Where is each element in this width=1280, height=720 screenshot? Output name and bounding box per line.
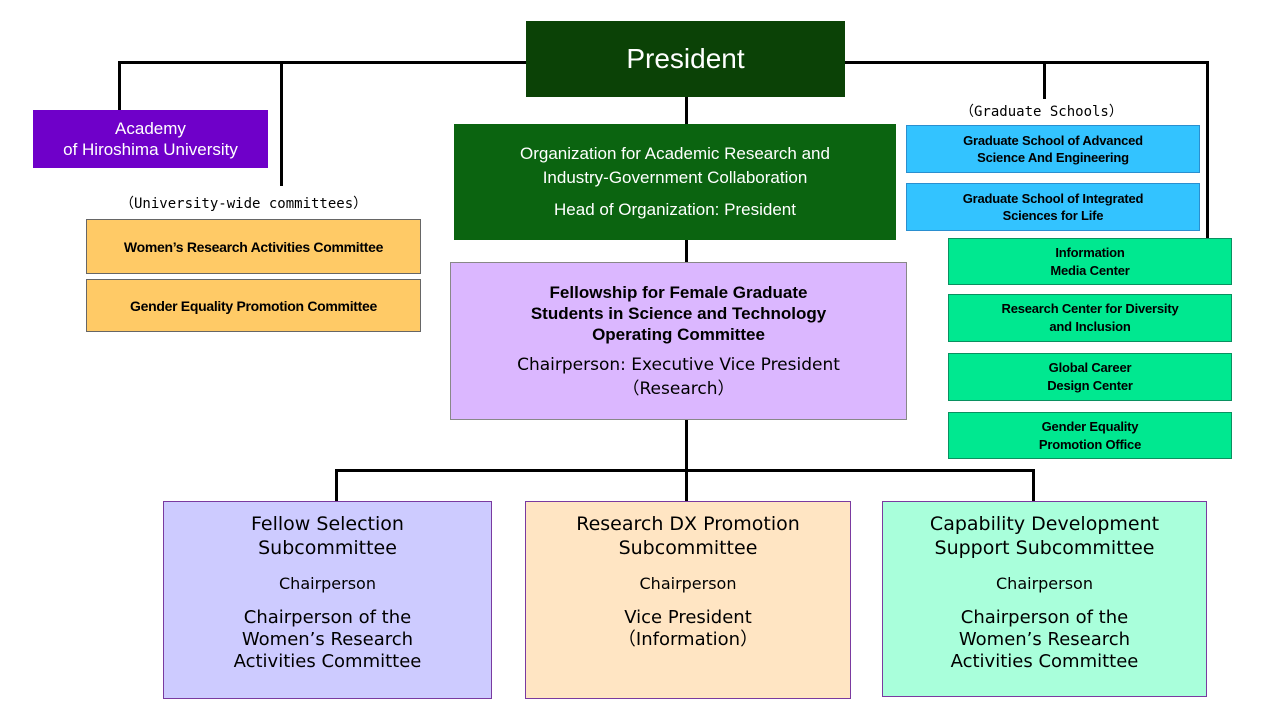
subcommittee-chair-label: Chairperson — [279, 574, 376, 593]
graduate-school-advanced-science-box: Graduate School of Advanced Science And … — [906, 125, 1200, 173]
research-dx-promotion-subcommittee-box: Research DX Promotion Subcommittee Chair… — [525, 501, 851, 699]
connector-to-sub-fellow — [335, 469, 338, 501]
global-career-design-center-box: Global Career Design Center — [948, 353, 1232, 401]
connector-president-to-organization — [685, 97, 688, 124]
information-media-center-box: Information Media Center — [948, 238, 1232, 285]
subcommittee-chair-value: Chairperson of the Women’s Research Acti… — [950, 607, 1139, 672]
fellow-selection-subcommittee-box: Fellow Selection Subcommittee Chairperso… — [163, 501, 492, 699]
academy-label: Academy of Hiroshima University — [63, 119, 238, 159]
graduate-school-label: Graduate School of Integrated Sciences f… — [962, 191, 1144, 223]
subcommittee-chair-label: Chairperson — [639, 574, 737, 593]
connector-to-centers — [1206, 61, 1209, 238]
center-label: Gender Equality Promotion Office — [1038, 418, 1142, 452]
connector-to-sub-dx — [685, 469, 688, 501]
center-label: Global Career Design Center — [1047, 360, 1133, 393]
gender-equality-promotion-committee-box: Gender Equality Promotion Committee — [86, 279, 421, 332]
capability-development-subcommittee-box: Capability Development Support Subcommit… — [882, 501, 1207, 697]
diversity-inclusion-center-box: Research Center for Diversity and Inclus… — [948, 294, 1232, 342]
connector-to-graduate-schools — [1043, 61, 1046, 99]
connector-top-left-horizontal — [118, 61, 526, 64]
president-box: President — [526, 21, 845, 97]
subcommittee-chair-label: Chairperson — [996, 574, 1093, 593]
academy-box: Academy of Hiroshima University — [33, 110, 268, 168]
president-label: President — [626, 43, 745, 74]
subcommittee-name: Fellow Selection Subcommittee — [251, 513, 404, 559]
subcommittee-name: Research DX Promotion Subcommittee — [576, 513, 800, 559]
committee-label: Women’s Research Activities Committee — [123, 238, 384, 255]
graduate-school-integrated-sciences-box: Graduate School of Integrated Sciences f… — [906, 183, 1200, 231]
subcommittee-chair-value: Chairperson of the Women’s Research Acti… — [233, 607, 422, 672]
university-wide-committees-caption: （University-wide committees） — [120, 196, 368, 212]
graduate-schools-caption: （Graduate Schools） — [960, 104, 1123, 120]
connector-to-sub-cap — [1032, 469, 1035, 501]
center-label: Information Media Center — [1050, 244, 1130, 278]
fellowship-committee-chairperson: Chairperson: Executive Vice President （R… — [517, 354, 840, 399]
connector-top-right-horizontal — [845, 61, 1209, 64]
connector-organization-to-fellowship — [685, 240, 688, 262]
organization-head: Head of Organization: President — [554, 200, 796, 219]
organization-box: Organization for Academic Research and I… — [454, 124, 896, 240]
gender-equality-promotion-office-box: Gender Equality Promotion Office — [948, 412, 1232, 459]
connector-to-academy — [118, 61, 121, 110]
connector-fellowship-down — [685, 420, 688, 470]
center-label: Research Center for Diversity and Inclus… — [1001, 301, 1179, 334]
subcommittee-chair-value: Vice President （Information） — [617, 607, 759, 650]
committee-label: Gender Equality Promotion Committee — [130, 297, 377, 314]
connector-to-committees — [280, 61, 283, 186]
graduate-school-label: Graduate School of Advanced Science And … — [963, 133, 1143, 165]
organization-name: Organization for Academic Research and I… — [520, 144, 830, 187]
fellowship-committee-title: Fellowship for Female Graduate Students … — [530, 282, 827, 344]
womens-research-activities-committee-box: Women’s Research Activities Committee — [86, 219, 421, 274]
fellowship-operating-committee-box: Fellowship for Female Graduate Students … — [450, 262, 907, 420]
subcommittee-name: Capability Development Support Subcommit… — [929, 513, 1160, 559]
